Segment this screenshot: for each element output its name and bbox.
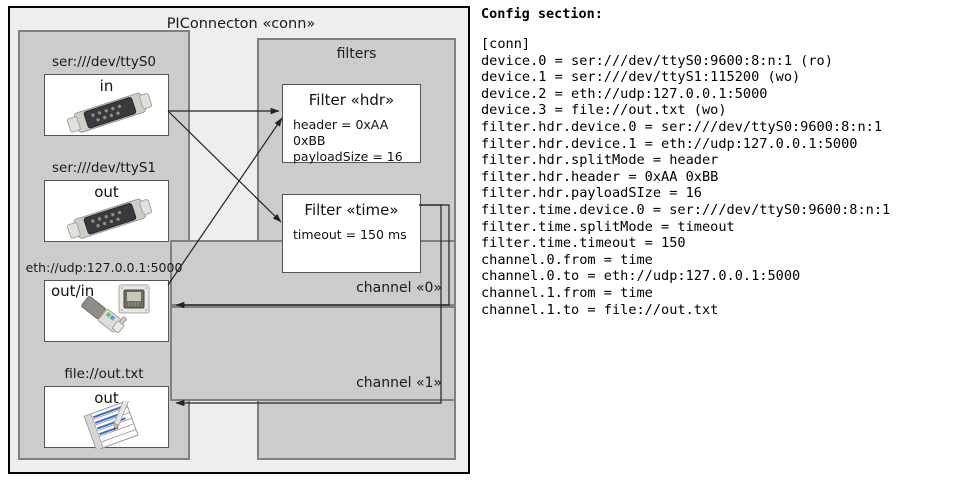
device-1-node[interactable]: out bbox=[44, 180, 169, 242]
filters-panel-title: filters bbox=[336, 46, 377, 62]
filter-time-node[interactable]: Filter «time» timeout = 150 ms bbox=[282, 194, 421, 273]
filter-hdr-attr-header: header = 0xAA 0xBB bbox=[293, 117, 389, 148]
device-3-caption: file://out.txt bbox=[64, 366, 144, 382]
serial-connector-icon bbox=[66, 92, 153, 133]
config-text: [conn] device.0 = ser:///dev/ttyS0:9600:… bbox=[481, 36, 891, 318]
config-section: Config section: [conn] device.0 = ser://… bbox=[481, 6, 959, 318]
filter-hdr-attr-payload: payloadSize = 16 bbox=[293, 149, 403, 164]
device-3-node[interactable]: out bbox=[44, 386, 169, 449]
channel-1-panel: channel «1» bbox=[170, 306, 456, 401]
device-1-caption: ser:///dev/ttyS1 bbox=[52, 160, 156, 176]
config-heading: Config section: bbox=[481, 6, 603, 22]
device-0-node[interactable]: in bbox=[44, 74, 169, 136]
text-file-icon bbox=[83, 401, 139, 449]
serial-connector-icon bbox=[66, 198, 153, 239]
filter-time-attr-timeout: timeout = 150 ms bbox=[293, 227, 407, 242]
channel-1-label: channel «1» bbox=[356, 375, 442, 391]
ethernet-jack-icon bbox=[81, 284, 150, 334]
device-2-label: out/in bbox=[51, 282, 95, 300]
device-2-node[interactable]: out/in bbox=[44, 280, 169, 342]
filter-time-title: Filter «time» bbox=[304, 201, 399, 219]
device-1-label: out bbox=[94, 183, 119, 201]
piconnector-diagram: PIConnecton «conn» filters channel «0» c… bbox=[8, 6, 470, 474]
diagram-title: PIConnecton «conn» bbox=[166, 16, 316, 32]
device-0-caption: ser:///dev/ttyS0 bbox=[52, 54, 156, 70]
filter-time-attrs: timeout = 150 ms bbox=[293, 227, 407, 243]
filter-hdr-title: Filter «hdr» bbox=[308, 91, 395, 109]
filter-hdr-attrs: header = 0xAA 0xBB payloadSize = 16 bbox=[293, 117, 420, 165]
device-0-label: in bbox=[99, 77, 114, 95]
channel-0-label: channel «0» bbox=[356, 280, 442, 296]
filter-hdr-node[interactable]: Filter «hdr» header = 0xAA 0xBB payloadS… bbox=[282, 84, 421, 165]
device-2-caption: eth://udp:127.0.0.1:5000 bbox=[25, 260, 183, 275]
device-3-label: out bbox=[94, 389, 119, 407]
